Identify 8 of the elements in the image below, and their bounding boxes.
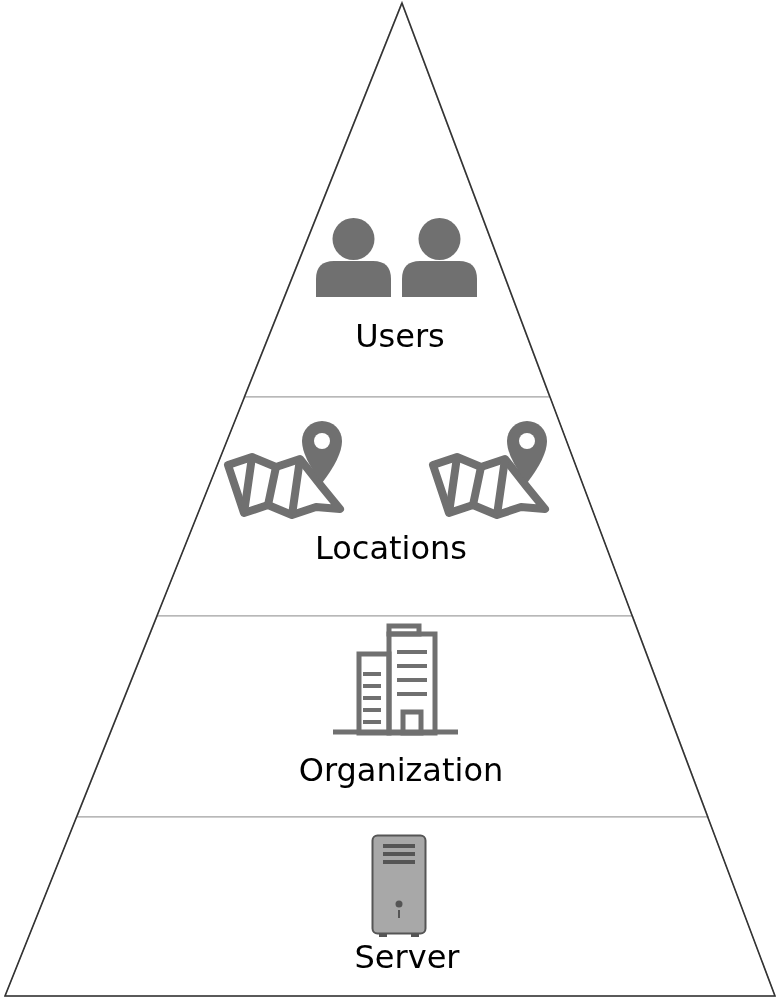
pyramid-tier <box>156 397 633 616</box>
tier-label: Locations <box>315 531 467 567</box>
pyramid-tier <box>76 616 708 817</box>
pyramid-tier <box>5 817 775 996</box>
tier-label: Users <box>355 319 445 355</box>
tier-label: Server <box>354 940 460 976</box>
pyramid-tier <box>244 3 550 397</box>
tier-label: Organization <box>298 753 504 789</box>
